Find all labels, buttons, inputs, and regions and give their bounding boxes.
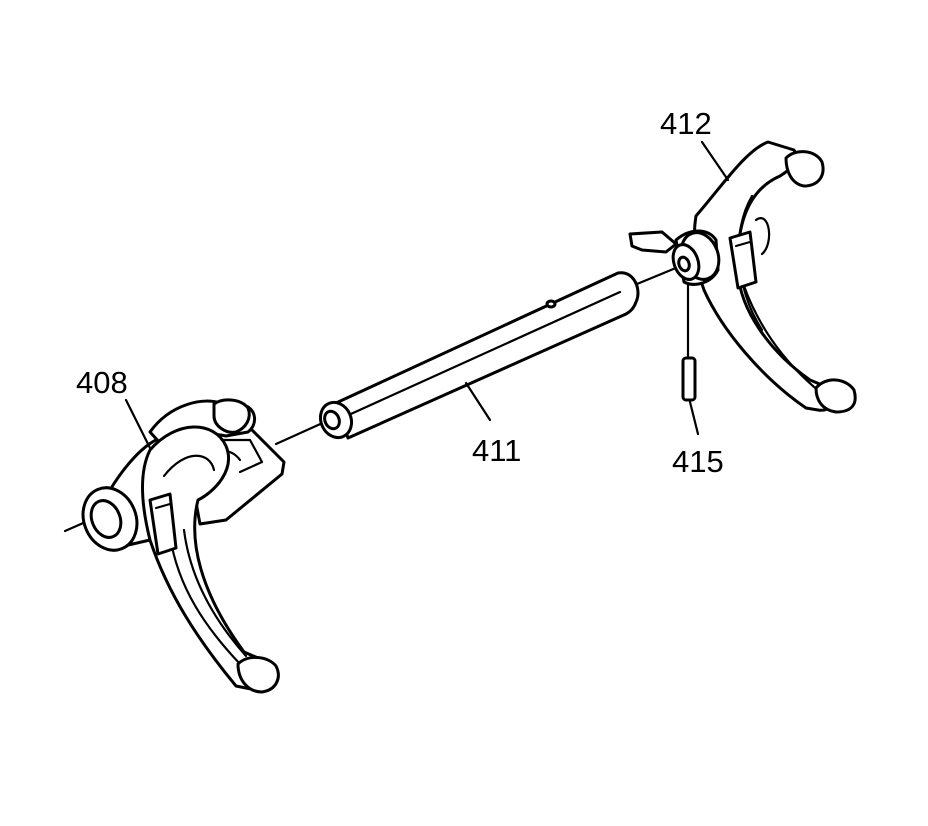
callout-411: 411 [472,433,521,468]
leader-412 [700,140,730,182]
leader-411 [464,381,492,422]
leader-408 [124,398,152,450]
shift-fork-412 [628,140,857,414]
callout-415: 415 [672,444,724,479]
shift-fork-408 [81,398,286,694]
callout-412: 412 [660,106,712,141]
pin-hole [545,299,557,309]
callout-408: 408 [76,365,128,400]
roll-pin-415 [681,283,697,402]
leader-415 [688,400,700,436]
shift-shaft-411 [318,271,640,440]
